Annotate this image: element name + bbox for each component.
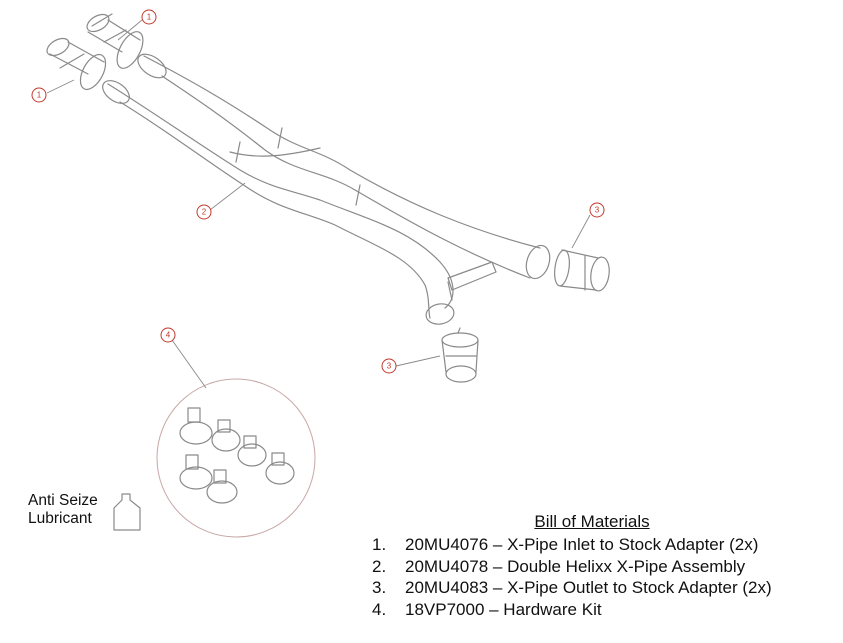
bom-item-text: 20MU4078 – Double Helixx X-Pipe Assembly <box>405 556 746 576</box>
hardware-kit <box>156 378 316 538</box>
outlet-adapter-right <box>554 249 610 292</box>
lubricant-label: Anti Seize Lubricant <box>28 492 110 528</box>
outlet-adapter-lower <box>441 327 479 383</box>
x-pipe-assembly <box>102 53 551 325</box>
bom-item: 4. 18VP7000 – Hardware Kit <box>372 599 837 621</box>
bom-item-text: 18VP7000 – Hardware Kit <box>405 599 602 619</box>
callout-label: 3 <box>387 362 392 371</box>
bom-item-number: 2. <box>372 556 387 576</box>
callout-1-lower <box>31 87 47 103</box>
bom-item-text: 20MU4076 – X-Pipe Inlet to Stock Adapter… <box>405 535 759 554</box>
callout-3-right <box>589 202 605 218</box>
callout-label: 2 <box>202 208 207 217</box>
inlet-adapter-lower <box>46 37 107 91</box>
bom-item: 2. 20MU4078 – Double Helixx X-Pipe Assem… <box>372 556 837 578</box>
callout-4 <box>160 327 176 343</box>
callout-3-lower <box>381 358 397 374</box>
callout-label: 4 <box>166 331 171 340</box>
lubricant-bottle-icon <box>113 493 141 531</box>
callout-2 <box>196 204 212 220</box>
callout-label: 1 <box>37 91 42 100</box>
bom-item: 1. 20MU4076 – X-Pipe Inlet to Stock Adap… <box>372 534 837 556</box>
inlet-adapter-upper <box>86 13 144 69</box>
lubricant-label-line2: Lubricant <box>28 510 92 527</box>
bill-of-materials: Bill of Materials 1. 20MU4076 – X-Pipe I… <box>372 512 837 620</box>
bom-item-number: 3. <box>372 578 387 597</box>
bom-item-text: 20MU4083 – X-Pipe Outlet to Stock Adapte… <box>405 578 772 597</box>
callout-1-upper <box>141 9 157 25</box>
bom-item-number: 1. <box>372 535 387 554</box>
bom-title: Bill of Materials <box>534 512 650 531</box>
callout-label: 3 <box>595 206 600 215</box>
bom-item: 3. 20MU4083 – X-Pipe Outlet to Stock Ada… <box>372 577 837 599</box>
lubricant-label-line1: Anti Seize <box>28 492 98 509</box>
callout-label: 1 <box>147 13 152 22</box>
bom-item-number: 4. <box>372 599 387 619</box>
